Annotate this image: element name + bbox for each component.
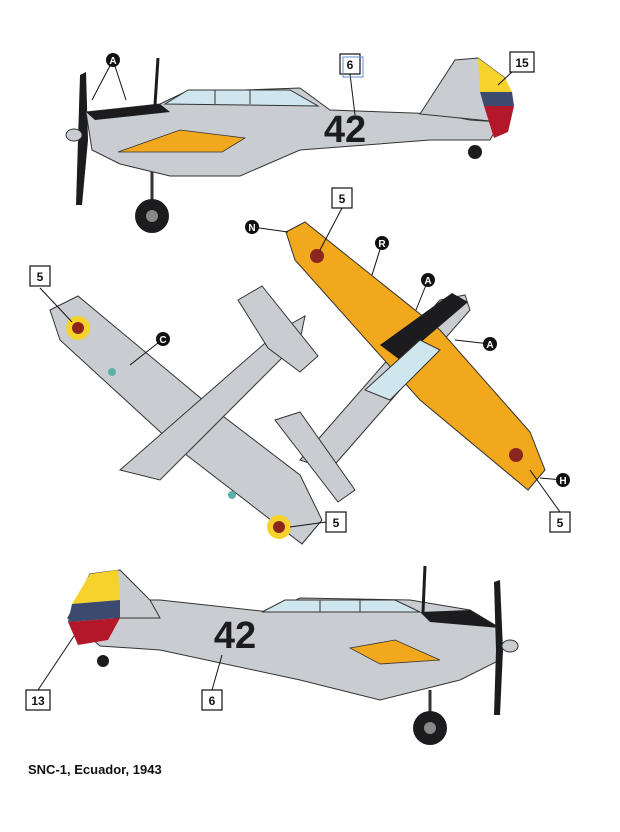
canopy [163, 89, 320, 107]
svg-text:6: 6 [347, 58, 354, 72]
svg-text:R: R [378, 239, 386, 250]
svg-text:6: 6 [209, 694, 216, 708]
flag-yellow-band-lower [72, 570, 120, 604]
flag-red-band-lower [68, 618, 120, 645]
roundel-center [273, 521, 285, 533]
callout-topview-N: N [245, 220, 289, 234]
callout-topview-H: H [539, 473, 570, 487]
svg-text:H: H [559, 476, 566, 487]
callout-top-6: 6 [339, 53, 364, 116]
wing-yellow-stripe [117, 129, 247, 153]
code-number-top: 42 [324, 109, 366, 151]
spinner-lower [501, 639, 519, 653]
wheel-hub [146, 210, 158, 222]
callout-under-5b: 5 [289, 511, 347, 533]
roundel-center [72, 322, 84, 334]
callout-topview-R: R [371, 236, 389, 276]
callout-topview-5: 5 [319, 187, 353, 251]
svg-text:13: 13 [31, 694, 45, 708]
flag-red-band [484, 106, 514, 138]
underside-fuselage [118, 315, 306, 481]
svg-text:A: A [486, 340, 493, 351]
svg-text:5: 5 [557, 516, 564, 530]
top-canopy [364, 339, 441, 401]
diagram-caption: SNC-1, Ecuador, 1943 [28, 762, 162, 777]
svg-text:5: 5 [333, 516, 340, 530]
svg-text:C: C [159, 335, 166, 346]
svg-text:N: N [248, 223, 255, 234]
underside-tailplane [237, 285, 319, 373]
antenna-mast-lower [421, 565, 427, 613]
flag-blue-band [480, 92, 514, 106]
antenna-mast [153, 57, 160, 106]
canopy-lower [261, 599, 421, 613]
topside-planform [274, 221, 546, 503]
callout-topview-A1: A [415, 273, 435, 311]
callout-topview-5b: 5 [529, 469, 571, 533]
callout-bottom-13: 13 [25, 635, 75, 711]
callout-top-15: 15 [497, 51, 535, 86]
propeller-lower [494, 580, 503, 715]
top-anti-glare [380, 293, 468, 360]
callout-under-C: C [129, 332, 170, 366]
side-profile-top: 42 [65, 57, 514, 233]
svg-text:15: 15 [515, 56, 529, 70]
roundel-center [509, 448, 523, 462]
roundel-center [310, 249, 324, 263]
svg-text:5: 5 [37, 270, 44, 284]
wing-yellow-stripe-lower [348, 639, 441, 665]
tail-wheel [468, 145, 482, 159]
svg-text:A: A [424, 276, 431, 287]
side-profile-bottom: 42 [67, 565, 519, 745]
anti-glare-lower [420, 610, 500, 628]
wheel-hub-lower [424, 722, 436, 734]
anti-glare-panel [86, 104, 170, 120]
code-number-bottom: 42 [214, 615, 256, 657]
top-tailplane [274, 411, 356, 503]
svg-text:5: 5 [339, 192, 346, 206]
flag-yellow-band [478, 58, 512, 92]
callout-under-5a: 5 [29, 265, 73, 323]
svg-text:A: A [109, 56, 116, 67]
landing-light [228, 491, 236, 499]
callout-topview-A2: A [454, 337, 497, 351]
callout-bottom-6: 6 [201, 654, 223, 711]
flag-blue-band-lower [68, 600, 120, 622]
callout-top-A: A [91, 53, 127, 101]
propeller [76, 72, 88, 205]
tail-wheel-lower [97, 655, 109, 667]
spinner [65, 128, 83, 142]
underside-planform [49, 285, 323, 545]
landing-light [108, 368, 116, 376]
